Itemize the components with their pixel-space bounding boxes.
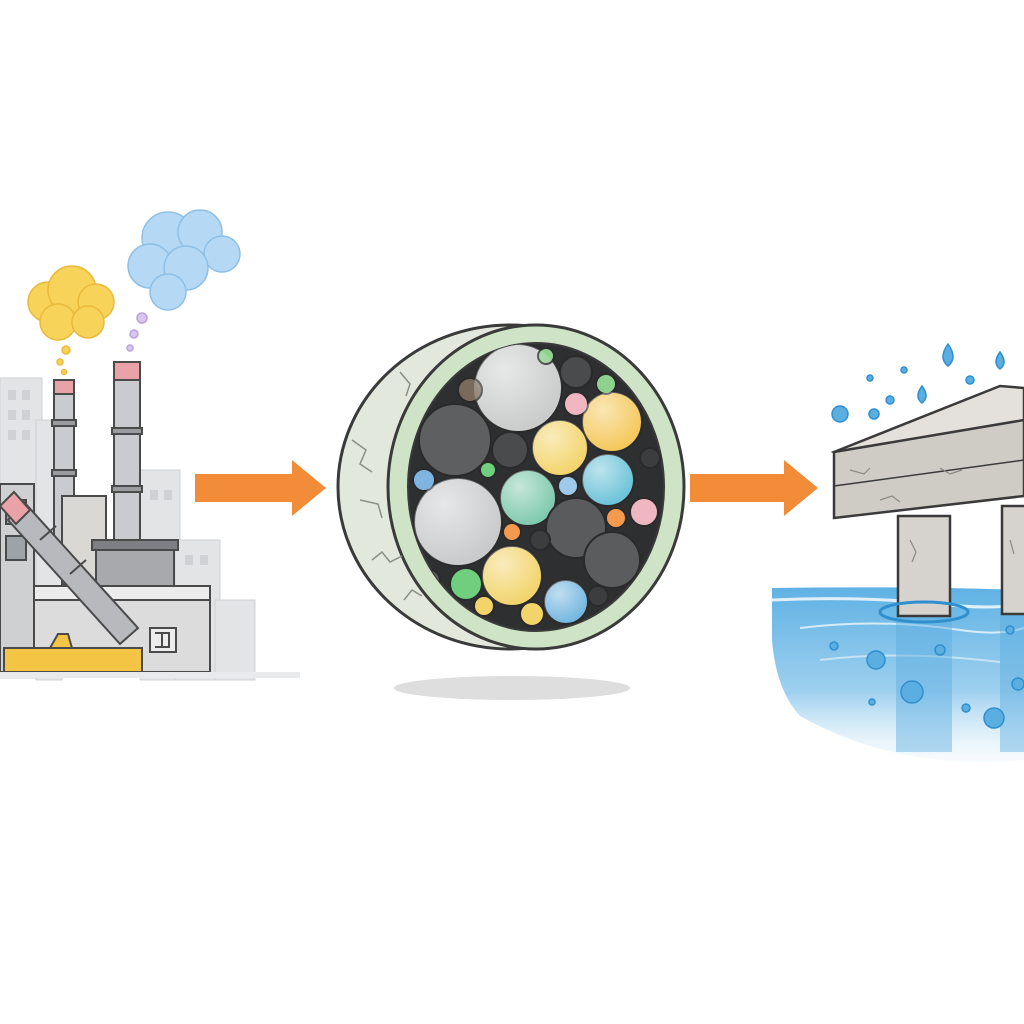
cross-section-shadow bbox=[394, 676, 630, 700]
pier-columns bbox=[896, 504, 1024, 618]
yellow-smoke-cloud-icon bbox=[27, 265, 115, 376]
industrial-factory-icon bbox=[0, 209, 300, 681]
chimney-right bbox=[111, 361, 143, 551]
blue-smoke-cloud-icon bbox=[126, 209, 241, 352]
concrete-aggregate-cross-section-icon bbox=[336, 323, 686, 700]
process-arrow-1 bbox=[195, 460, 326, 516]
yellow-material-pile bbox=[3, 633, 143, 673]
process-arrow-2 bbox=[690, 460, 818, 516]
water-droplets bbox=[829, 342, 1024, 729]
conveyor-pipe bbox=[0, 490, 140, 646]
concrete-bridge-pier-in-water-icon bbox=[771, 342, 1024, 763]
bridge-deck bbox=[830, 384, 1024, 520]
ground-shadow bbox=[0, 672, 300, 678]
